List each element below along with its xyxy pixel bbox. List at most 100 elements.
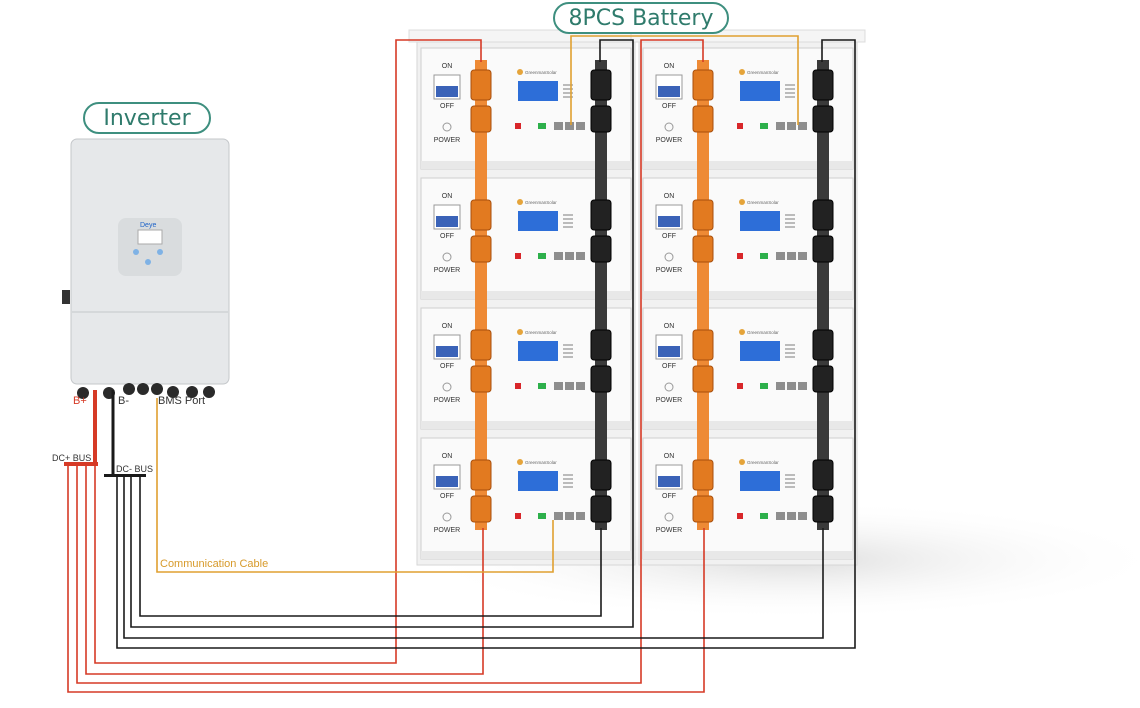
breaker-off-label: OFF	[440, 103, 454, 110]
battery-lcd-screen	[740, 211, 780, 231]
brand-logo	[739, 69, 745, 75]
power-label: POWER	[434, 527, 460, 534]
status-indicator	[563, 486, 573, 488]
battery-lcd-screen	[740, 81, 780, 101]
positive-terminal-connector	[692, 235, 714, 263]
rj45-port	[798, 122, 807, 130]
breaker-on-label: ON	[442, 193, 453, 200]
inverter-cable-gland	[203, 386, 215, 398]
positive-cable-3	[76, 39, 704, 684]
battery-module-base	[643, 421, 853, 429]
negative-busbar-2	[817, 60, 829, 530]
power-label: POWER	[656, 527, 682, 534]
breaker-on-label: ON	[664, 193, 675, 200]
status-indicator	[785, 226, 795, 228]
power-button	[664, 382, 674, 392]
positive-cable-2	[85, 464, 484, 675]
dip-switch	[538, 123, 546, 129]
negative-cable-2	[130, 39, 634, 628]
breaker-off-label: OFF	[440, 493, 454, 500]
power-button	[442, 382, 452, 392]
positive-terminal-connector	[692, 69, 714, 101]
negative-terminal-connector	[590, 365, 612, 393]
breaker-on-label: ON	[664, 63, 675, 70]
battery-brand-label: GreenmanSolar	[747, 460, 779, 465]
rj45-port	[776, 382, 785, 390]
positive-terminal-connector	[692, 459, 714, 491]
positive-terminal-connector	[692, 329, 714, 361]
inverter-cable-gland	[186, 386, 198, 398]
battery-lcd-screen	[740, 471, 780, 491]
battery-lcd-screen	[518, 471, 558, 491]
rj45-port	[576, 252, 585, 260]
status-indicator	[785, 88, 795, 90]
breaker-on-label: ON	[442, 323, 453, 330]
status-led-red	[737, 123, 743, 129]
negative-terminal-connector	[812, 199, 834, 231]
rj45-port	[787, 252, 796, 260]
negative-terminal-connector	[590, 69, 612, 101]
battery-brand-label: GreenmanSolar	[525, 460, 557, 465]
positive-terminal-connector	[470, 495, 492, 523]
positive-terminal-connector	[470, 199, 492, 231]
battery-module-base	[643, 161, 853, 169]
power-label: POWER	[434, 397, 460, 404]
negative-terminal-connector	[590, 495, 612, 523]
status-indicator	[785, 92, 795, 94]
battery-lcd-screen	[518, 211, 558, 231]
power-label: POWER	[434, 267, 460, 274]
breaker-off-label: OFF	[662, 233, 676, 240]
inverter-cable-gland	[167, 386, 179, 398]
positive-busbar-2	[697, 60, 709, 530]
positive-terminal-connector	[470, 329, 492, 361]
rj45-port	[576, 382, 585, 390]
battery-module-base	[643, 551, 853, 559]
positive-terminal-connector	[692, 495, 714, 523]
positive-terminal-connector	[470, 69, 492, 101]
inverter-side-switch	[62, 290, 70, 304]
rj45-port	[787, 122, 796, 130]
battery-brand-label: GreenmanSolar	[747, 70, 779, 75]
negative-terminal-connector	[812, 459, 834, 491]
status-indicator	[563, 482, 573, 484]
dip-switch	[538, 383, 546, 389]
status-indicator	[785, 352, 795, 354]
communication-cable-label: Communication Cable	[160, 558, 269, 570]
rj45-port	[798, 382, 807, 390]
inverter-cable-gland	[137, 383, 149, 395]
rj45-port	[565, 382, 574, 390]
dip-switch	[760, 513, 768, 519]
power-button	[442, 252, 452, 262]
negative-terminal-connector	[812, 495, 834, 523]
breaker-handle	[658, 346, 680, 357]
breaker-handle	[658, 476, 680, 487]
inverter-cable-gland	[77, 387, 89, 399]
breaker-off-label: OFF	[662, 493, 676, 500]
battery-brand-label: GreenmanSolar	[525, 330, 557, 335]
positive-busbar-1	[475, 60, 487, 530]
status-indicator	[563, 214, 573, 216]
rj45-port	[554, 252, 563, 260]
status-indicator	[563, 478, 573, 480]
battery-lcd-screen	[518, 341, 558, 361]
status-indicator	[785, 474, 795, 476]
breaker-handle	[658, 216, 680, 227]
negative-terminal-connector	[590, 199, 612, 231]
power-button	[664, 252, 674, 262]
breaker-off-label: OFF	[662, 363, 676, 370]
dc-plus-bus-label: DC+ BUS	[52, 453, 92, 463]
status-indicator	[563, 88, 573, 90]
brand-logo	[517, 199, 523, 205]
negative-terminal-connector	[590, 105, 612, 133]
inverter-indicator-icon	[157, 249, 163, 255]
power-button	[664, 512, 674, 522]
status-led-red	[515, 513, 521, 519]
positive-terminal-connector	[470, 105, 492, 133]
negative-terminal-connector	[590, 329, 612, 361]
status-led-red	[515, 383, 521, 389]
rj45-port	[776, 252, 785, 260]
rj45-port	[798, 252, 807, 260]
rj45-port	[776, 122, 785, 130]
battery-brand-label: GreenmanSolar	[747, 200, 779, 205]
breaker-handle	[436, 216, 458, 227]
